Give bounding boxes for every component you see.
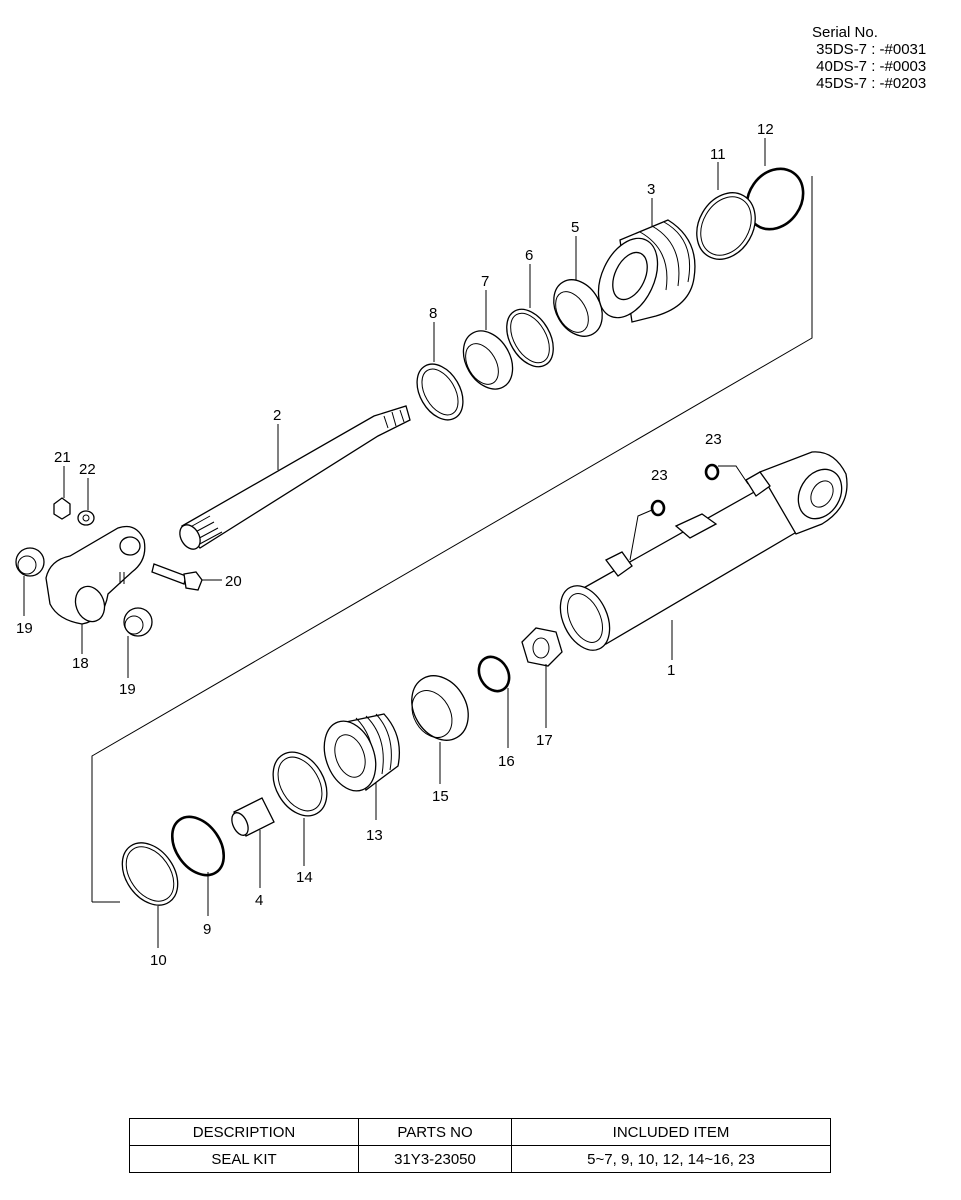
part-10-backup-ring	[121, 842, 179, 906]
part-18-rod-eye	[45, 525, 146, 625]
callout-21: 21	[54, 449, 71, 466]
serial-line: 40DS-7 : -#0003	[812, 58, 927, 75]
cell-parts-no: 31Y3-23050	[358, 1145, 512, 1173]
part-2-piston-rod	[179, 405, 411, 550]
part-20-bolt	[151, 563, 187, 585]
leader-lines	[23, 138, 766, 948]
part-9-o-ring	[170, 815, 226, 877]
part-17-nut	[532, 637, 550, 659]
part-1-cylinder-tube	[559, 451, 848, 651]
part-19-bushing	[124, 615, 144, 635]
part-19-bushing	[15, 547, 45, 577]
part-11-backup-ring	[696, 192, 756, 260]
callout-4: 4	[255, 892, 263, 909]
callout-19: 19	[119, 681, 136, 698]
serial-number-block: Serial No. 35DS-7 : -#0031 40DS-7 : -#00…	[812, 24, 926, 92]
callout-14: 14	[296, 869, 313, 886]
header-parts-no: PARTS NO	[358, 1118, 512, 1146]
seal-kit-table: DESCRIPTION PARTS NO INCLUDED ITEM SEAL …	[129, 1118, 831, 1173]
header-included-item: INCLUDED ITEM	[511, 1118, 831, 1146]
callout-7: 7	[481, 273, 489, 290]
part-12-o-ring	[745, 167, 805, 231]
callout-1: 1	[667, 662, 675, 679]
callout-8: 8	[429, 305, 437, 322]
table-header-row: DESCRIPTION PARTS NO INCLUDED ITEM	[129, 1118, 831, 1146]
part-4-spacer	[231, 812, 249, 836]
part-16-o-ring	[477, 655, 511, 693]
table-row: SEAL KIT 31Y3-23050 5~7, 9, 10, 12, 14~1…	[129, 1145, 831, 1173]
assembly-boundary	[91, 176, 813, 902]
callout-19: 19	[16, 620, 33, 637]
part-22-washer	[77, 510, 95, 526]
part-15-wear-ring	[411, 690, 453, 738]
callout-17: 17	[536, 732, 553, 749]
part-22-washer	[82, 514, 90, 522]
part-7-rod-seal	[462, 330, 514, 390]
leader-line	[629, 509, 653, 561]
callout-5: 5	[571, 219, 579, 236]
part-3-gland	[597, 219, 696, 323]
callout-22: 22	[79, 461, 96, 478]
callout-10: 10	[150, 952, 167, 969]
part-19-bushing	[17, 555, 37, 575]
part-19-bushing	[123, 607, 153, 637]
callout-23: 23	[651, 467, 668, 484]
callout-3: 3	[647, 181, 655, 198]
part-15-wear-ring	[411, 675, 469, 741]
part-7-rod-seal	[465, 343, 499, 385]
callout-13: 13	[366, 827, 383, 844]
part-6-seal	[510, 312, 550, 364]
part-21-nut	[53, 497, 71, 520]
part-10-backup-ring	[125, 846, 175, 902]
callout-16: 16	[498, 753, 515, 770]
part-8-dust-wiper	[416, 363, 464, 421]
part-8-dust-wiper	[421, 368, 459, 416]
cell-included-item: 5~7, 9, 10, 12, 14~16, 23	[511, 1145, 831, 1173]
part-14-wear-ring	[272, 751, 328, 817]
callout-2: 2	[273, 407, 281, 424]
callout-20: 20	[225, 573, 242, 590]
serial-title: Serial No.	[812, 24, 878, 41]
callout-18: 18	[72, 655, 89, 672]
part-5-bushing	[555, 291, 589, 333]
header-description: DESCRIPTION	[129, 1118, 359, 1146]
callout-9: 9	[203, 921, 211, 938]
part-23-o-ring	[650, 499, 666, 517]
part-14-wear-ring	[277, 756, 323, 812]
callout-15: 15	[432, 788, 449, 805]
callout-6: 6	[525, 247, 533, 264]
callout-11: 11	[710, 146, 726, 163]
part-20-bolt	[183, 571, 203, 591]
serial-line: 45DS-7 : -#0203	[812, 75, 927, 92]
part-13-piston	[323, 713, 401, 792]
part-6-seal	[506, 308, 554, 368]
leader-line	[718, 465, 749, 485]
part-5-bushing	[553, 279, 603, 337]
cell-description: SEAL KIT	[129, 1145, 359, 1173]
part-17-nut	[521, 627, 563, 667]
exploded-parts-diagram: 12 11 3 5 6 7 8 2 23 23 21 22 20 19 18 1…	[15, 121, 848, 969]
part-11-backup-ring	[700, 196, 752, 256]
callout-12: 12	[757, 121, 774, 138]
part-23-o-ring	[704, 463, 720, 481]
callout-23: 23	[705, 431, 722, 448]
serial-line: 35DS-7 : -#0031	[812, 41, 927, 58]
